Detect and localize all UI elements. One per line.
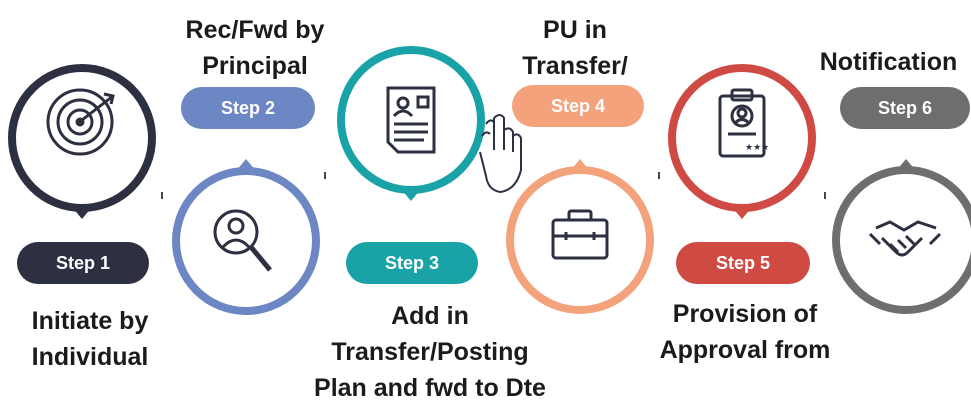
step-5-circle: ★★★ [668, 64, 816, 219]
svg-text:★★★: ★★★ [745, 143, 769, 153]
step-5-caption: Provision of Approval from [650, 296, 840, 368]
step-6-pill: Step 6 [840, 87, 970, 129]
step-2-pill: Step 2 [181, 87, 315, 129]
clipboard-user-icon: ★★★ [718, 88, 769, 158]
step-5-caption-line-2: Approval from [659, 336, 831, 364]
step-3-pill: Step 3 [346, 242, 478, 284]
step-3-label: Step 3 [384, 252, 440, 273]
step-4-caption-line-2: Transfer/ [522, 52, 628, 80]
step-4-caption-line-1: PU in [543, 16, 607, 44]
step-1-caption-line-2: Individual [31, 343, 149, 371]
step-3-caption-line-2: Transfer/Posting [331, 338, 529, 366]
step-3-caption-line-1: Add in [391, 302, 469, 330]
step-6-caption: Notification [806, 44, 971, 80]
step-4-caption: PU in Transfer/ [490, 12, 660, 84]
step-4-circle [506, 159, 654, 314]
step-6-circle [832, 159, 971, 314]
step-2-label: Step 2 [220, 97, 276, 118]
step-5-label: Step 5 [715, 252, 771, 273]
step-1-pill: Step 1 [17, 242, 149, 284]
search-user-icon [213, 209, 272, 272]
step-3-circle [337, 46, 485, 201]
step-1-label: Step 1 [55, 252, 111, 273]
step-3-caption-line-3: Plan and fwd to Dte [314, 374, 546, 402]
step-5-pill: Step 5 [676, 242, 810, 284]
briefcase-icon [551, 209, 609, 260]
step-1-circle [8, 64, 156, 219]
step-1-caption: Initiate by Individual [0, 303, 180, 375]
step-2-caption: Rec/Fwd by Principal [160, 12, 350, 84]
step-2-caption-line-1: Rec/Fwd by [185, 16, 325, 44]
step-4-pill: Step 4 [512, 85, 644, 127]
target-icon [46, 88, 115, 156]
step-2-circle [172, 159, 320, 315]
step-4-label: Step 4 [550, 95, 606, 116]
step-3-caption: Add in Transfer/Posting Plan and fwd to … [300, 298, 560, 406]
step-6-label: Step 6 [877, 97, 933, 118]
handshake-icon [868, 220, 942, 257]
pointer-hand-icon [479, 114, 522, 194]
step-6-caption-line-1: Notification [819, 48, 958, 76]
document-user-icon [386, 86, 436, 154]
step-5-caption-line-1: Provision of [672, 300, 818, 328]
step-1-caption-line-1: Initiate by [31, 307, 149, 335]
step-2-caption-line-2: Principal [202, 52, 308, 80]
